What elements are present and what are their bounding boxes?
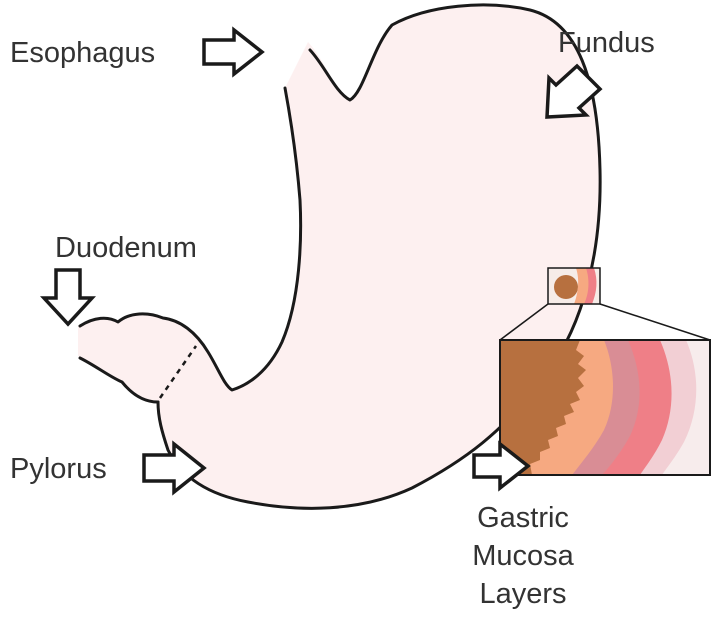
lesser-curvature-outline [78, 86, 303, 392]
zoom-connector-left [499, 303, 549, 341]
pylorus-arrow-icon [142, 440, 207, 496]
label-gastric: Gastric [477, 502, 569, 534]
label-fundus: Fundus [558, 27, 655, 59]
mucosa-layers-magnified [499, 339, 711, 476]
layer-lumen-surface [500, 340, 586, 475]
duodenum-outline [78, 356, 160, 404]
gastric-mucosa-arrow-icon [472, 440, 531, 492]
zoom-connector-right [599, 303, 711, 341]
mucosa-sample-swatch [547, 267, 601, 305]
label-layers: Layers [479, 578, 566, 610]
duodenum-arrow-icon [40, 268, 96, 327]
label-esophagus: Esophagus [10, 37, 155, 69]
label-mucosa: Mucosa [472, 540, 574, 572]
label-duodenum: Duodenum [55, 232, 197, 264]
esophagus-arrow-icon [202, 26, 265, 78]
pyloric-sphincter-line [158, 345, 198, 399]
fundus-arrow-icon [545, 63, 603, 119]
stomach-body [78, 5, 601, 509]
label-pylorus: Pylorus [10, 453, 107, 485]
